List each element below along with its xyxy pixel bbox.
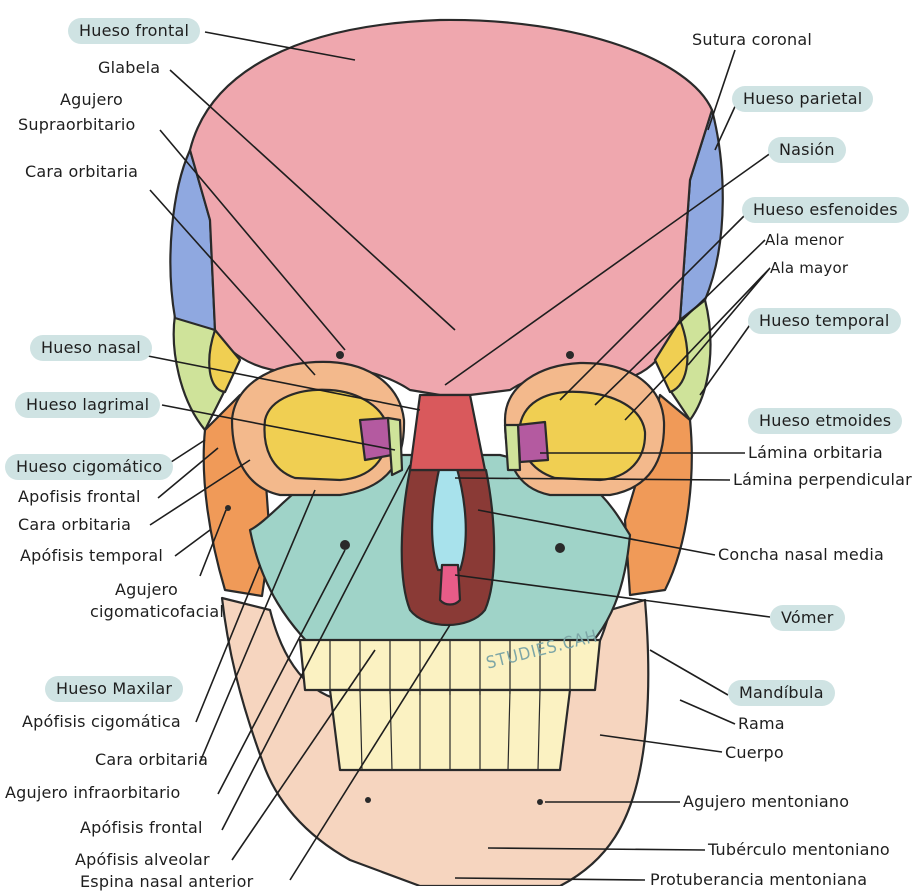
nasal-bone bbox=[410, 395, 485, 470]
label-agujero-supraorbitario-1: Agujero bbox=[60, 90, 123, 110]
frontal-bone bbox=[190, 20, 712, 395]
infraorbital-foramen-left bbox=[340, 540, 350, 550]
label-cara-orbitaria-maxilar: Cara orbitaria bbox=[95, 750, 208, 770]
label-cara-orbitaria-frontal: Cara orbitaria bbox=[25, 162, 138, 182]
label-cara-orbitaria-cigomatico: Cara orbitaria bbox=[18, 515, 131, 535]
label-protuberancia-mentoniana: Protuberancia mentoniana bbox=[650, 870, 867, 890]
label-ala-mayor: Ala mayor bbox=[770, 258, 848, 278]
infraorbital-foramen-right bbox=[555, 543, 565, 553]
label-rama: Rama bbox=[738, 714, 785, 734]
label-agujero-infraorbitario: Agujero infraorbitario bbox=[5, 783, 181, 803]
mental-foramen-left bbox=[365, 797, 371, 803]
label-hueso-cigomatico: Hueso cigomático bbox=[5, 454, 173, 480]
vomer-bone bbox=[440, 565, 460, 605]
label-hueso-esfenoides: Hueso esfenoides bbox=[742, 197, 909, 223]
supraorbital-foramen-left bbox=[336, 351, 344, 359]
nasal-septum bbox=[432, 465, 466, 570]
label-cuerpo: Cuerpo bbox=[725, 743, 784, 763]
label-espina-nasal-anterior: Espina nasal anterior bbox=[80, 872, 253, 892]
label-agujero-cigomaticofacial-1: Agujero bbox=[115, 580, 178, 600]
label-tuberculo-mentoniano: Tubérculo mentoniano bbox=[708, 840, 890, 860]
mental-foramen-right bbox=[537, 799, 543, 805]
supraorbital-foramen-right bbox=[566, 351, 574, 359]
label-nasion: Nasión bbox=[768, 137, 846, 163]
label-mandibula: Mandíbula bbox=[728, 680, 835, 706]
label-ala-menor: Ala menor bbox=[765, 230, 844, 250]
label-lamina-perpendicular: Lámina perpendicular bbox=[733, 470, 912, 490]
label-apofisis-alveolar: Apófisis alveolar bbox=[75, 850, 210, 870]
label-concha-nasal-media: Concha nasal media bbox=[718, 545, 884, 565]
lacrimal-right bbox=[505, 425, 520, 470]
leader-sutura-coronal bbox=[708, 50, 735, 130]
label-vomer: Vómer bbox=[770, 605, 845, 631]
label-apofisis-temporal: Apófisis temporal bbox=[20, 546, 163, 566]
label-apofisis-frontal-cigomatico: Apofisis frontal bbox=[18, 487, 141, 507]
label-sutura-coronal: Sutura coronal bbox=[692, 30, 812, 50]
leader-hueso-cigomatico bbox=[168, 440, 205, 464]
label-hueso-frontal: Hueso frontal bbox=[68, 18, 200, 44]
label-glabela: Glabela bbox=[98, 58, 160, 78]
label-apofisis-frontal-maxilar: Apófisis frontal bbox=[80, 818, 203, 838]
label-lamina-orbitaria: Lámina orbitaria bbox=[748, 443, 883, 463]
label-agujero-supraorbitario-2: Supraorbitario bbox=[18, 115, 136, 135]
label-agujero-cigomaticofacial-2: cigomaticofacial bbox=[90, 602, 224, 622]
ethmoid-right bbox=[518, 422, 548, 462]
label-hueso-temporal: Hueso temporal bbox=[748, 308, 901, 334]
ethmoid-left bbox=[360, 418, 392, 460]
label-agujero-mentoniano: Agujero mentoniano bbox=[683, 792, 849, 812]
label-hueso-etmoides: Hueso etmoides bbox=[748, 408, 902, 434]
label-apofisis-cigomatica: Apófisis cigomática bbox=[22, 712, 181, 732]
label-hueso-nasal: Hueso nasal bbox=[30, 335, 152, 361]
label-hueso-parietal: Hueso parietal bbox=[732, 86, 873, 112]
leader-rama bbox=[680, 700, 735, 724]
leader-apofisis-temporal bbox=[175, 530, 210, 556]
label-hueso-lagrimal: Hueso lagrimal bbox=[15, 392, 160, 418]
leader-mandibula bbox=[650, 650, 728, 695]
label-hueso-maxilar: Hueso Maxilar bbox=[45, 676, 183, 702]
